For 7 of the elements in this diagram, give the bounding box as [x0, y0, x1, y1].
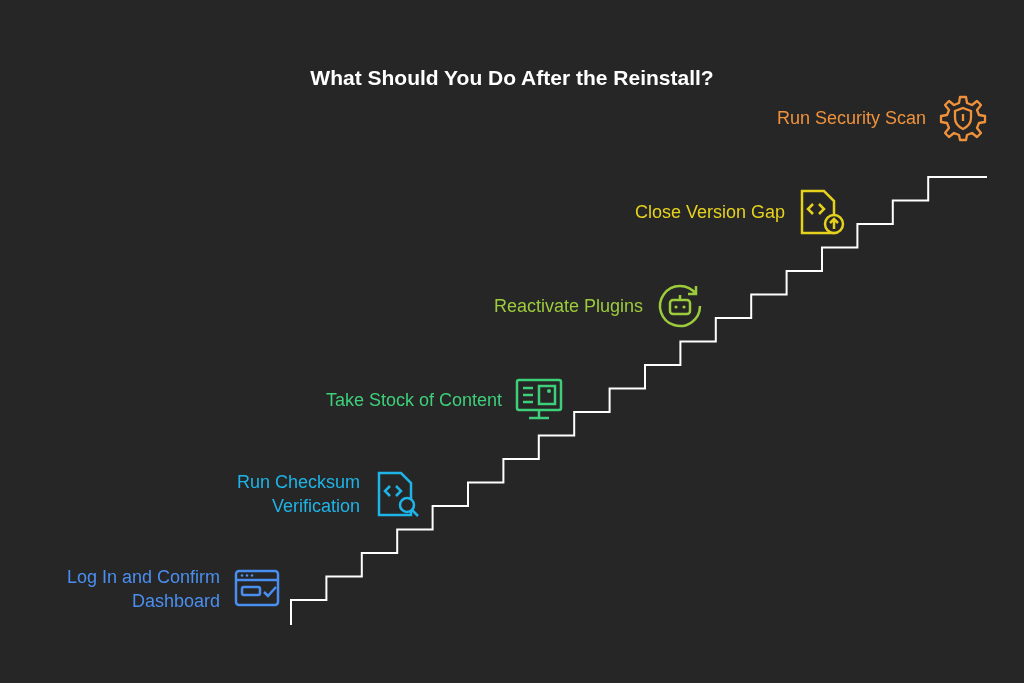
- title: What Should You Do After the Reinstall?: [309, 66, 715, 90]
- step-label: Close Version Gap: [633, 201, 785, 224]
- step-label: Log In and Confirm Dashboard: [65, 566, 220, 613]
- step-label: Take Stock of Content: [324, 389, 502, 412]
- step-label: Run Security Scan: [775, 107, 926, 130]
- step-label: Reactivate Plugins: [492, 295, 643, 318]
- step-label: Run Checksum Verification: [235, 471, 360, 518]
